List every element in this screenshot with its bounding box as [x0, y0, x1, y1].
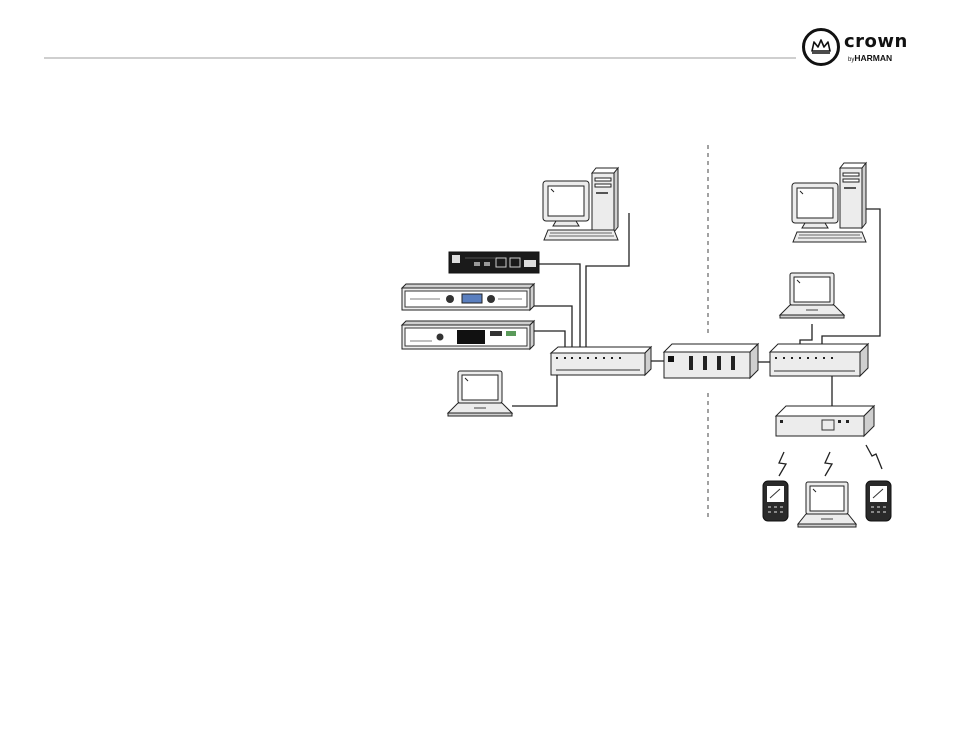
laptop-right-bottom: [798, 482, 856, 527]
network-switch-left: [551, 347, 651, 375]
network-switch-right: [770, 344, 868, 376]
desktop-computer-left: [543, 168, 618, 240]
wireless-signal-icons: [779, 445, 882, 476]
laptop-right-top: [780, 273, 844, 318]
power-amplifier-top: [402, 284, 534, 310]
network-card-module: [449, 252, 539, 273]
handheld-device-left: [763, 481, 788, 521]
power-amplifier-bottom: [402, 321, 534, 349]
desktop-computer-right: [792, 163, 866, 242]
router-middle: [664, 344, 758, 378]
wireless-access-point: [776, 406, 874, 436]
left-cables: [512, 213, 666, 406]
handheld-device-right: [866, 481, 891, 521]
laptop-left: [448, 371, 512, 416]
